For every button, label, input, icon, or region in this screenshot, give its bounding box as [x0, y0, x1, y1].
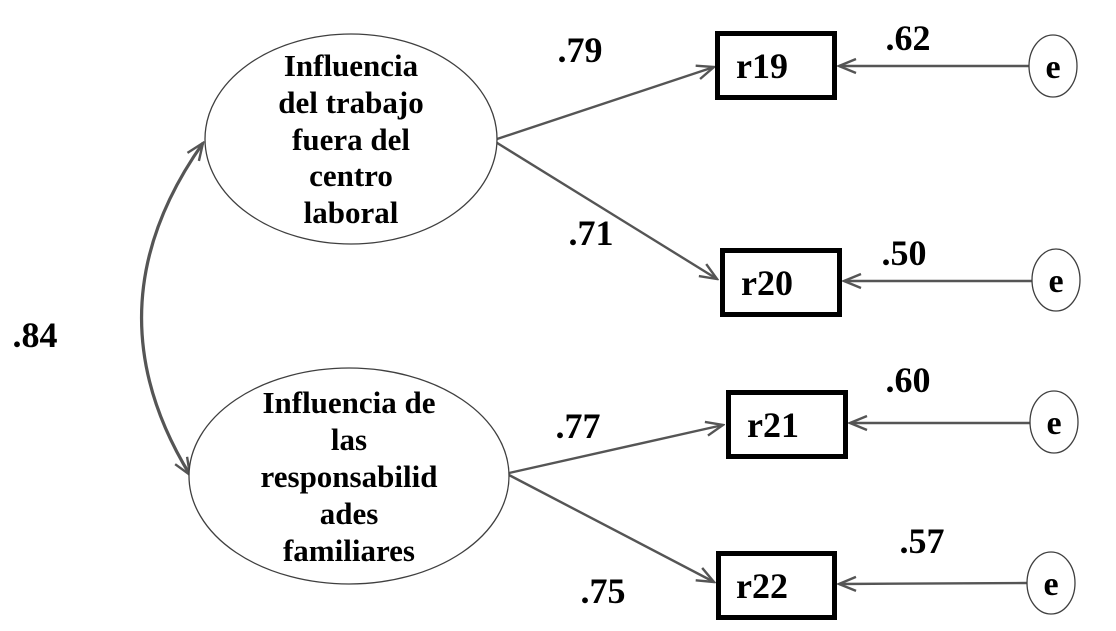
covariance-arrow: [140, 143, 203, 475]
error-label-r19: e: [1045, 49, 1060, 86]
latent-ellipse-trabajo: [204, 33, 498, 245]
latent-2-line-2: las: [331, 422, 367, 457]
loading-value-r20: .71: [569, 213, 614, 253]
indicator-label-r19: r19: [736, 46, 788, 86]
latent-2-line-3: responsabilid: [261, 459, 438, 494]
error-value-r19: .62: [886, 18, 931, 58]
loading-arrow-r19: [493, 67, 714, 142]
latent-ellipse-familiares: [188, 367, 510, 585]
latent-1-line-1: Influencia: [284, 48, 419, 83]
indicator-label-r22: r22: [736, 566, 788, 606]
indicator-label-r21: r21: [747, 405, 799, 445]
latent-2-line-5: familiares: [283, 533, 415, 568]
latent-1-line-5: laboral: [304, 195, 399, 230]
loading-value-r21: .77: [556, 406, 601, 446]
error-ellipse-r19: [1028, 34, 1078, 98]
latent-2-line-1: Influencia de: [262, 385, 435, 420]
loading-arrow-r20: [493, 139, 717, 279]
latent-1-line-3: fuera del: [292, 122, 410, 157]
error-value-r22: .57: [900, 521, 945, 561]
loading-arrow-r22: [508, 473, 714, 582]
error-arrow-r22: [839, 583, 1028, 584]
indicator-label-r20: r20: [741, 263, 793, 303]
indicator-box-r22: [716, 551, 837, 620]
latent-1-line-2: del trabajo: [278, 85, 424, 120]
latent-1-line-4: centro: [309, 158, 393, 193]
error-ellipse-r20: [1031, 248, 1081, 312]
error-value-r20: .50: [882, 233, 927, 273]
indicator-box-r20: [720, 248, 842, 317]
loading-value-r22: .75: [581, 571, 626, 611]
loading-value-r19: .79: [558, 30, 603, 70]
indicator-box-r21: [726, 390, 848, 459]
error-value-r21: .60: [886, 360, 931, 400]
latent-2-line-4: ades: [320, 496, 379, 531]
error-label-r20: e: [1048, 263, 1063, 300]
error-ellipse-r22: [1026, 551, 1076, 615]
loading-arrow-r21: [508, 425, 723, 475]
error-label-r22: e: [1043, 566, 1058, 603]
indicator-box-r19: [715, 31, 837, 100]
covariance-value: .84: [13, 315, 58, 355]
error-ellipse-r21: [1029, 390, 1079, 454]
error-label-r21: e: [1046, 405, 1061, 442]
